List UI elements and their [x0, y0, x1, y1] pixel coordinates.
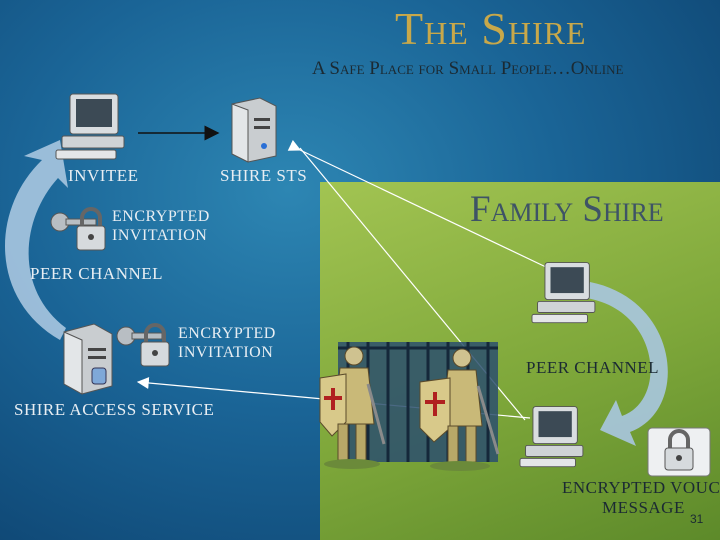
padlock-icon	[140, 323, 170, 367]
encrypted-invitation-bottom-label: Encrypted Invitation	[178, 324, 276, 362]
desktop-computer-icon	[519, 406, 584, 468]
encrypted-invitation-top-label: Encrypted Invitation	[112, 207, 210, 245]
right-curved-arrow	[586, 282, 668, 446]
encrypted-invitation-bottom-line2: Invitation	[178, 344, 274, 361]
family-shire-title: Family Shire	[470, 189, 664, 230]
encrypted-vouch-label: Encrypted Vouch Message	[562, 478, 720, 518]
encrypted-invitation-bottom-line1: Encrypted	[178, 325, 276, 342]
desktop-computer-icon	[531, 262, 596, 324]
slide-title: The Shire	[395, 3, 587, 54]
encrypted-invitation-top-line1: Encrypted	[112, 208, 210, 225]
knight-icon	[419, 348, 500, 471]
shire-access-service-label: Shire Access Service	[14, 400, 215, 419]
shire-sts-label: Shire STS	[220, 166, 308, 185]
page-number: 31	[690, 512, 704, 526]
server-icon	[63, 323, 113, 395]
padlock-icon	[647, 427, 711, 477]
peer-channel-right-label: Peer Channel	[526, 358, 660, 377]
server-icon	[231, 97, 277, 163]
encrypted-vouch-line1: Encrypted Vouch	[562, 478, 720, 497]
knight-icon	[319, 346, 386, 469]
encrypted-vouch-line2: Message	[602, 498, 685, 517]
peer-channel-left-label: Peer Channel	[30, 264, 164, 283]
encrypted-invitation-top-line2: Invitation	[112, 227, 208, 244]
sts-to-shire-line	[287, 139, 549, 269]
slide-subtitle: A Safe Place for Small People…Online	[312, 58, 624, 79]
left-curved-arrow	[5, 140, 68, 340]
desktop-computer-icon	[55, 93, 125, 160]
invitee-label: Invitee	[68, 166, 139, 185]
padlock-icon	[76, 207, 106, 251]
